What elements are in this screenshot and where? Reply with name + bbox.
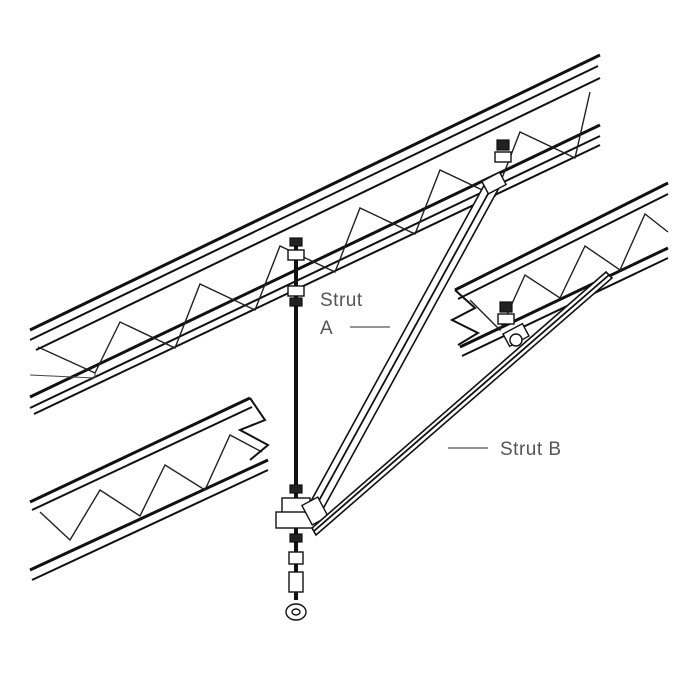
threaded-rod-hanger [275, 237, 317, 621]
strut-b-label: Strut B [448, 439, 562, 460]
strut-a-label-line2: A [320, 318, 333, 339]
strut-b-label-text: Strut B [500, 439, 562, 460]
strut-b [310, 270, 614, 537]
strut-a [300, 139, 512, 526]
strut-a-label-line1: Strut [320, 290, 363, 311]
lower-ladder-tray [29, 396, 270, 581]
upper-ladder-tray [29, 53, 601, 415]
strut-a-label: Strut A [320, 290, 390, 339]
